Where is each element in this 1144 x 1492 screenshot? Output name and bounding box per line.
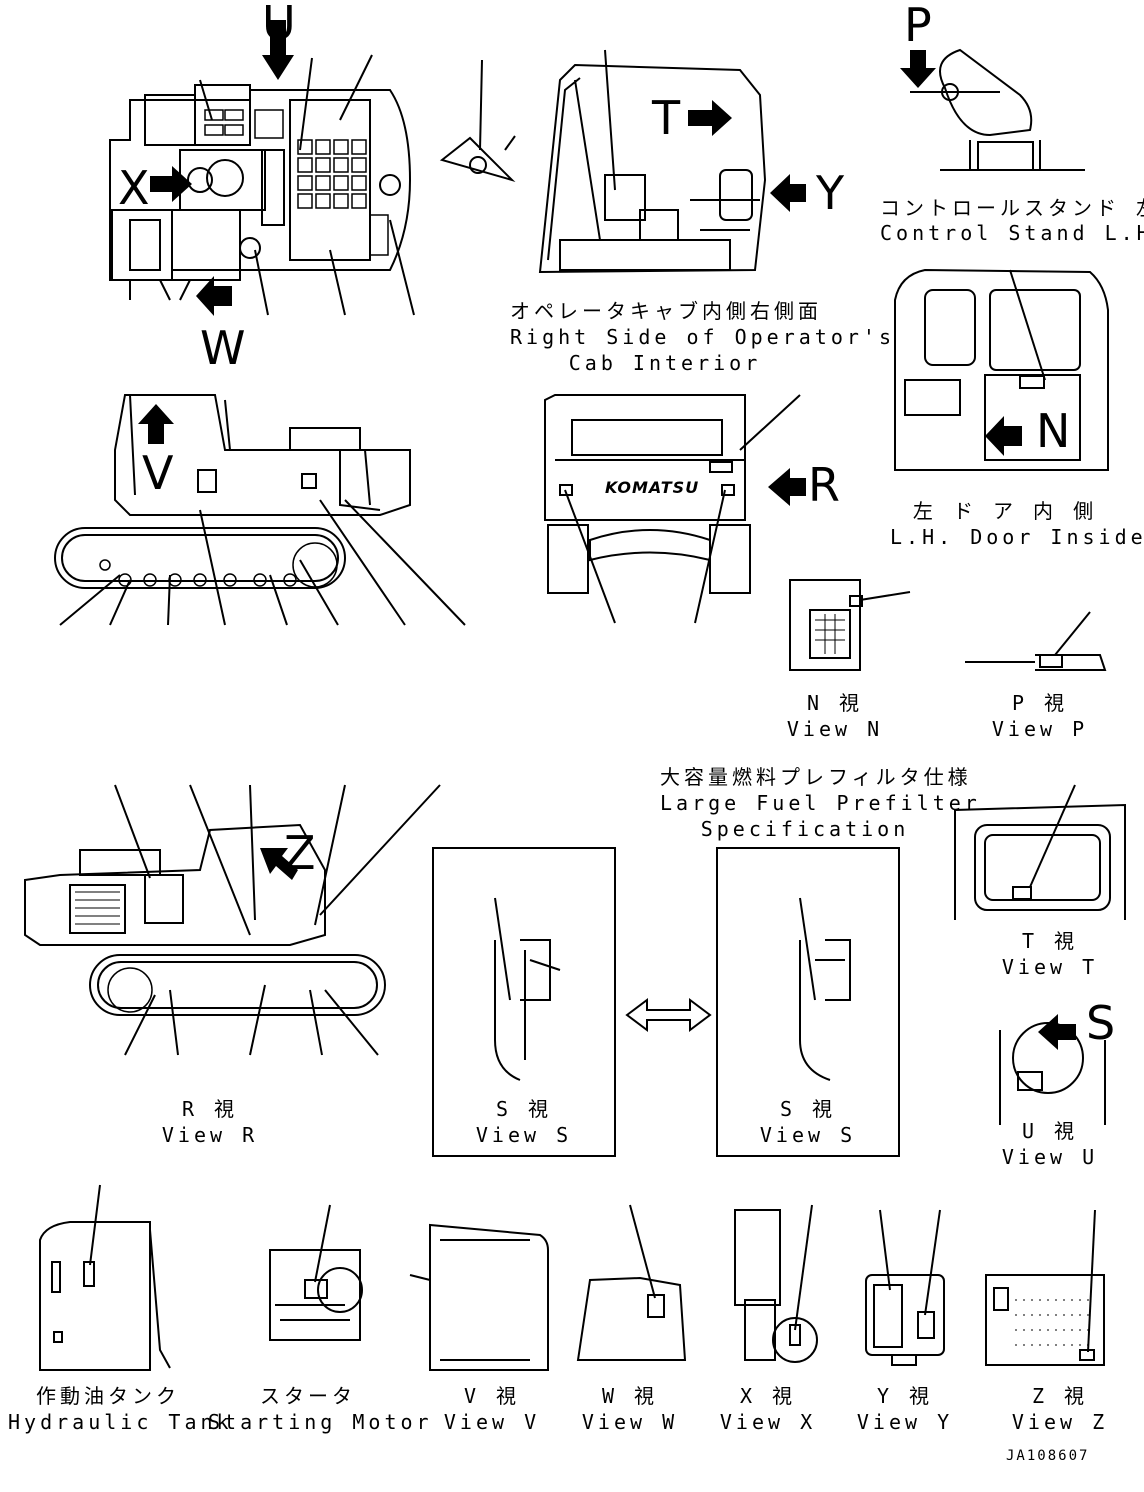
control-stand-jp: コントロールスタンド 左 [880,196,1144,220]
view-t-drawing [954,784,1126,920]
view-x-jp: X 視 [739,1384,797,1408]
view-v-drawing [409,1223,549,1371]
view-u-en: View U [1001,1145,1099,1169]
double-arrow [625,998,712,1032]
view-w-jp: W 視 [601,1384,659,1408]
view-letter-p: P [904,0,932,52]
starting-motor-drawing [269,1204,363,1341]
view-letter-z: Z [284,826,316,880]
hyd-tank-en: Hydraulic Tank [8,1410,233,1434]
door-jp: 左 ド ア 内 側 [912,499,1098,523]
view-y-drawing [865,1209,945,1366]
view-letter-s: S [1086,996,1116,1050]
control-stand-drawing [910,48,1085,171]
door-inside-drawing [894,268,1109,471]
cab-interior-drawing [538,49,767,274]
view-w-en: View W [581,1410,679,1434]
view-n-drawing [789,579,911,671]
drawing-code: JA108607 [1006,1448,1090,1464]
arrow-v [138,404,174,444]
machine-rear-view [544,394,801,624]
arrow-s [1038,1014,1076,1050]
lever-tag-drawing [439,59,516,183]
view-z-drawing [985,1209,1105,1366]
view-s2-jp: S 視 [779,1097,837,1121]
arrow-n [985,416,1022,456]
view-s-box-left [432,847,616,1157]
view-letter-v: V [142,446,174,500]
view-letter-w: W [200,321,246,375]
view-letter-u: U [262,0,296,50]
view-y-en: View Y [856,1410,954,1434]
view-t-jp: T 視 [1021,929,1079,953]
control-stand-en: Control Stand L.H. [880,221,1144,245]
hyd-tank-jp: 作動油タンク [36,1384,180,1408]
view-x-en: View X [719,1410,817,1434]
view-x-drawing [734,1204,818,1363]
brand-mark: KOMATSU [605,478,700,497]
machine-side-view [54,394,466,626]
arrow-z [260,848,298,880]
cab-interior-en1: Right Side of Operator's [510,325,895,349]
view-letter-n: N [1036,404,1071,458]
view-r-en: View R [161,1123,259,1147]
view-z-jp: Z 視 [1031,1384,1089,1408]
view-s2-en: View S [759,1123,857,1147]
arrow-u [262,20,294,80]
door-en: L.H. Door Inside [890,525,1144,549]
arrow-w [196,276,232,316]
arrow-t [688,100,732,136]
starter-en: Starting Motor [208,1410,433,1434]
view-s-box-right [716,847,900,1157]
view-p-jp: P 視 [1011,691,1069,715]
view-y-jp: Y 視 [876,1384,934,1408]
view-n-en: View N [786,717,884,741]
view-u-jp: U 視 [1021,1119,1079,1143]
view-p-en: View P [991,717,1089,741]
arrow-p [900,50,936,88]
view-z-en: View Z [1011,1410,1109,1434]
prefilter-en1: Large Fuel Prefilter [660,791,981,815]
machine-right-side-view [24,784,441,1056]
cab-interior-jp: オペレータキャブ内側右側面 [510,299,822,323]
view-letter-r: R [808,458,840,512]
arrow-x [150,166,192,202]
view-t-en: View T [1001,955,1099,979]
machine-top-view [109,54,415,316]
view-w-drawing [576,1204,687,1361]
prefilter-en2: Specification [700,817,910,841]
view-p-drawing [965,611,1107,671]
hydraulic-tank-drawing [39,1184,171,1371]
view-v-en: View V [443,1410,541,1434]
arrow-y [770,174,806,212]
view-letter-y: Y [816,166,845,220]
prefilter-jp: 大容量燃料プレフィルタ仕様 [660,765,972,789]
view-s1-en: View S [475,1123,573,1147]
view-letter-x: X [118,161,150,215]
view-r-jp: R 視 [181,1097,239,1121]
starter-jp: スタータ [260,1384,356,1408]
view-s1-jp: S 視 [495,1097,553,1121]
arrow-r [768,468,806,506]
view-n-jp: N 視 [806,691,864,715]
view-v-jp: V 視 [463,1384,521,1408]
cab-interior-en2: Cab Interior [568,351,762,375]
view-letter-t: T [652,91,681,145]
